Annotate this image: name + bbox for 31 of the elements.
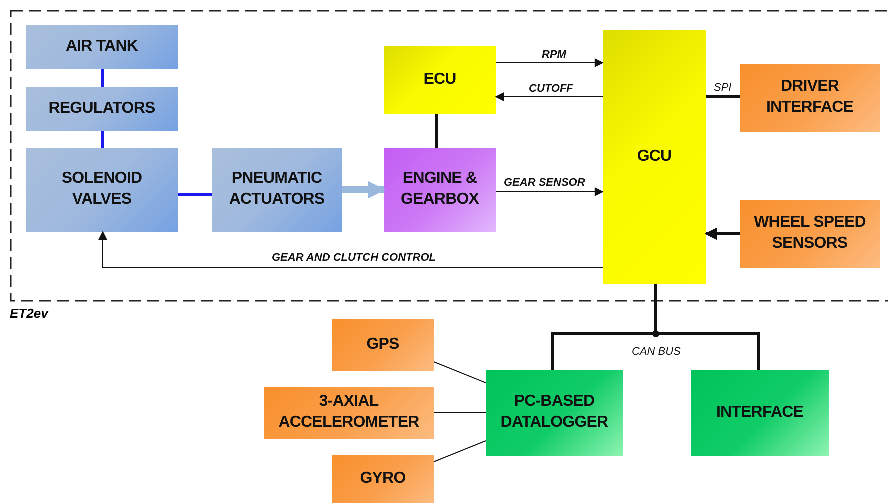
sensor-box: WHEEL SPEED SENSORS [740,200,880,268]
arrow [98,231,604,268]
arrow [342,181,386,199]
pneumatic-box: SOLENOID VALVES [26,148,178,232]
arrow [496,58,604,68]
edge-label: CAN BUS [631,346,682,359]
connector-line [434,412,486,414]
sensor-box: 3-AXIAL ACCELEROMETER [264,387,434,439]
engine-box: ENGINE & GEARBOX [384,148,496,232]
system-name: ET2ev [10,306,48,321]
connector-line [178,194,212,196]
sensor-box: DRIVER INTERFACE [740,64,880,132]
pneumatic-box: REGULATORS [26,87,178,131]
edge-label: SPI [713,82,733,95]
connector-line [434,440,486,462]
logger-box: INTERFACE [691,370,829,456]
connector-line [102,131,104,148]
connector-line [436,114,438,148]
arrow [496,188,604,196]
pneumatic-box: PNEUMATIC ACTUATORS [212,148,342,232]
connector-line [706,96,740,98]
control-unit-box: ECU [384,46,496,114]
sensor-box: GPS [332,319,434,371]
sensor-box: GYRO [332,455,434,503]
connector-line [434,362,486,384]
pneumatic-box: AIR TANK [26,25,178,69]
arrow [704,228,740,240]
connector-line [102,69,104,87]
arrow [495,92,604,102]
control-unit-box: GCU [603,30,706,284]
logger-box: PC-BASED DATALOGGER [486,370,623,456]
